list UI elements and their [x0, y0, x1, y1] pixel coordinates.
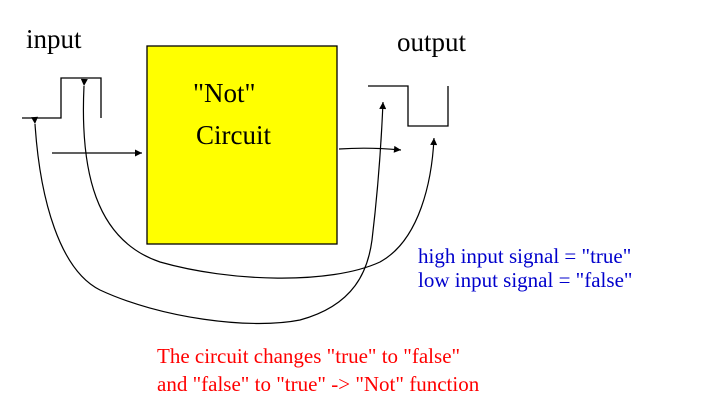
- output-waveform: [368, 85, 449, 127]
- circuit-title: "Not": [193, 78, 256, 108]
- high-to-low-curve: [80, 78, 438, 279]
- output-label: output: [397, 27, 467, 57]
- circuit-subtitle: Circuit: [196, 120, 271, 150]
- legend-high-true: high input signal = "true": [418, 244, 632, 268]
- legend-low-false: low input signal = "false": [418, 268, 633, 292]
- input-waveform: [22, 77, 102, 119]
- note-line-2: and "false" to "true" -> "Not" function: [157, 372, 480, 396]
- input-label: input: [26, 24, 82, 54]
- note-line-1: The circuit changes "true" to "false": [157, 344, 461, 368]
- low-to-high-curve: [31, 101, 387, 325]
- output-arrow: [338, 145, 402, 153]
